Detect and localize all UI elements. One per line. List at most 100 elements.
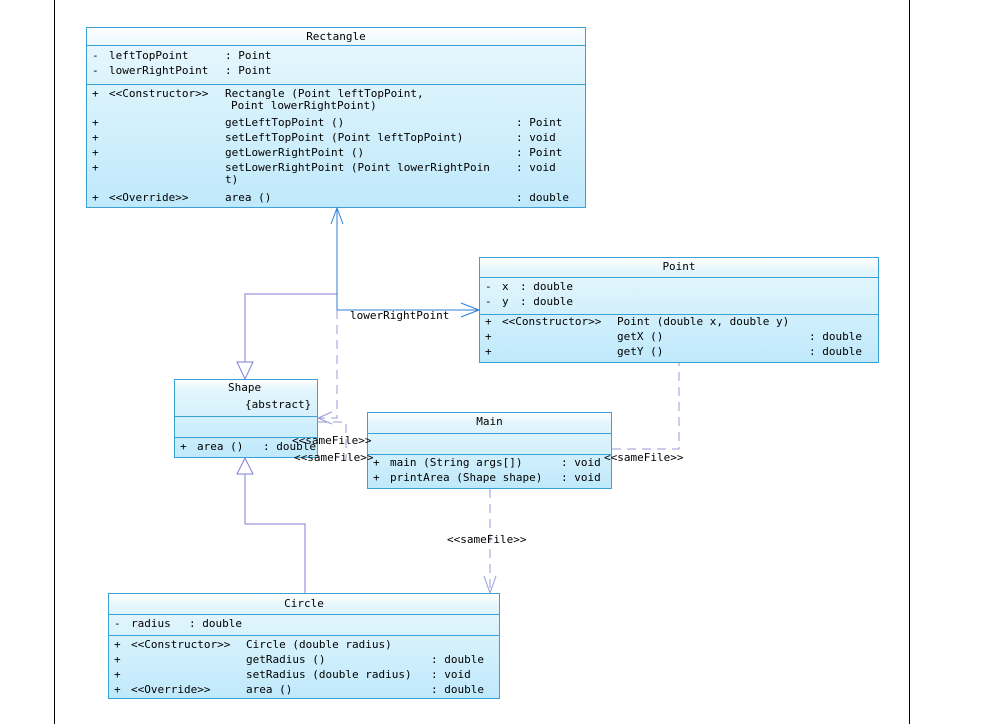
attr-name: y bbox=[502, 295, 509, 308]
op-signature: getY () bbox=[617, 345, 664, 358]
dependency-label: <<sameFile>> bbox=[292, 434, 372, 447]
dependency-rectangle-shape[interactable] bbox=[318, 310, 338, 419]
generalization-arrowhead bbox=[236, 361, 254, 381]
op-visibility: + bbox=[92, 191, 99, 204]
op-visibility: + bbox=[114, 638, 121, 651]
op-visibility: + bbox=[92, 146, 99, 159]
operations-section: + <<Constructor>> Point (double x, doubl… bbox=[480, 315, 878, 364]
op-signature: printArea (Shape shape) bbox=[390, 471, 543, 484]
attr-visibility: - bbox=[114, 617, 121, 630]
dependency-shape-rectangle[interactable] bbox=[318, 421, 347, 460]
attr-visibility: - bbox=[92, 49, 99, 62]
dependency-main-point[interactable] bbox=[612, 363, 680, 450]
attributes-section bbox=[175, 417, 317, 438]
op-signature: setLeftTopPoint (Point leftTopPoint) bbox=[225, 131, 464, 144]
class-name: Circle bbox=[109, 594, 499, 615]
class-modifier: {abstract} bbox=[245, 398, 312, 411]
op-visibility: + bbox=[92, 87, 99, 100]
dependency-arrowhead bbox=[483, 575, 497, 595]
class-circle[interactable]: Circle - radius : double + <<Constructor… bbox=[108, 593, 500, 699]
dependency-label: <<sameFile>> bbox=[294, 451, 374, 464]
op-signature: area () bbox=[197, 440, 244, 453]
generalization-arrowhead bbox=[236, 456, 254, 475]
dependency-arrowhead bbox=[316, 411, 333, 425]
operations-section: + main (String args[]) : void + printAre… bbox=[368, 455, 611, 490]
op-type: : void bbox=[561, 471, 601, 484]
attr-visibility: - bbox=[92, 64, 99, 77]
generalization-rectangle-shape[interactable] bbox=[244, 293, 337, 362]
operations-section: + <<Constructor>> Circle (double radius)… bbox=[109, 636, 499, 700]
op-type: : void bbox=[516, 161, 556, 174]
attr-visibility: - bbox=[485, 295, 492, 308]
attr-name: lowerRightPoint bbox=[109, 64, 209, 77]
attr-type: : double bbox=[520, 280, 573, 293]
class-rectangle[interactable]: Rectangle - leftTopPoint : Point - lower… bbox=[86, 27, 586, 208]
op-visibility: + bbox=[373, 456, 380, 469]
op-signature: getLeftTopPoint () bbox=[225, 116, 345, 129]
op-signature: setLowerRightPoint (Point lowerRightPoin bbox=[225, 161, 490, 174]
association-label: lowerRightPoint bbox=[350, 309, 449, 322]
op-type: : double bbox=[431, 683, 484, 696]
dependency-label: <<sameFile>> bbox=[447, 533, 527, 546]
attr-type: : double bbox=[189, 617, 242, 630]
op-stereotype: <<Constructor>> bbox=[131, 638, 231, 651]
op-type: : double bbox=[809, 345, 862, 358]
op-signature: getX () bbox=[617, 330, 664, 343]
op-stereotype: <<Override>> bbox=[109, 191, 189, 204]
attr-type: : Point bbox=[225, 64, 272, 77]
op-signature: getRadius () bbox=[246, 653, 326, 666]
attributes-section: - radius : double bbox=[109, 615, 499, 636]
class-main[interactable]: Main + main (String args[]) : void + pri… bbox=[367, 412, 612, 489]
op-type: : double bbox=[809, 330, 862, 343]
class-name: Rectangle bbox=[87, 28, 585, 46]
op-type: : void bbox=[561, 456, 601, 469]
op-stereotype: <<Override>> bbox=[131, 683, 211, 696]
op-type: : double bbox=[516, 191, 569, 204]
attr-name: x bbox=[502, 280, 509, 293]
op-type: : Point bbox=[516, 116, 563, 129]
op-signature: main (String args[]) bbox=[390, 456, 523, 469]
op-visibility: + bbox=[114, 653, 121, 666]
op-visibility: + bbox=[92, 131, 99, 144]
operations-section: + area () : double bbox=[175, 438, 317, 459]
op-visibility: + bbox=[92, 116, 99, 129]
operations-section: + <<Constructor>> Rectangle (Point leftT… bbox=[87, 85, 585, 209]
class-shape[interactable]: Shape {abstract} + area () : double bbox=[174, 379, 318, 458]
association-arrowhead bbox=[330, 206, 344, 225]
op-visibility: + bbox=[485, 330, 492, 343]
class-name: Point bbox=[480, 258, 878, 278]
op-signature: area () bbox=[225, 191, 272, 204]
op-type: : double bbox=[431, 653, 484, 666]
attributes-section bbox=[368, 434, 611, 455]
op-visibility: + bbox=[92, 161, 99, 174]
attributes-section: - x : double - y : double bbox=[480, 278, 878, 315]
op-visibility: + bbox=[114, 668, 121, 681]
class-point[interactable]: Point - x : double - y : double + <<Cons… bbox=[479, 257, 879, 363]
op-signature: Circle (double radius) bbox=[246, 638, 392, 651]
op-signature: getLowerRightPoint () bbox=[225, 146, 365, 159]
attributes-section: - leftTopPoint : Point - lowerRightPoint… bbox=[87, 46, 585, 85]
generalization-circle-shape[interactable] bbox=[244, 474, 306, 593]
diagram-frame bbox=[54, 0, 910, 724]
op-signature: Rectangle (Point leftTopPoint, bbox=[225, 87, 424, 100]
op-signature: Point lowerRightPoint) bbox=[231, 99, 377, 112]
op-signature: t) bbox=[225, 173, 239, 186]
op-stereotype: <<Constructor>> bbox=[109, 87, 209, 100]
op-signature: Point (double x, double y) bbox=[617, 315, 790, 328]
op-visibility: + bbox=[180, 440, 187, 453]
op-signature: area () bbox=[246, 683, 293, 696]
op-visibility: + bbox=[114, 683, 121, 696]
class-header: Shape {abstract} bbox=[175, 380, 317, 417]
attr-type: : Point bbox=[225, 49, 272, 62]
class-name: Shape bbox=[228, 381, 262, 394]
dependency-label: <<sameFile>> bbox=[604, 451, 684, 464]
op-visibility: + bbox=[373, 471, 380, 484]
op-signature: setRadius (double radius) bbox=[246, 668, 412, 681]
association-arrowhead bbox=[460, 302, 481, 318]
class-name: Main bbox=[368, 413, 611, 434]
op-stereotype: <<Constructor>> bbox=[502, 315, 602, 328]
attr-type: : double bbox=[520, 295, 573, 308]
op-type: : void bbox=[431, 668, 471, 681]
attr-name: leftTopPoint bbox=[109, 49, 189, 62]
